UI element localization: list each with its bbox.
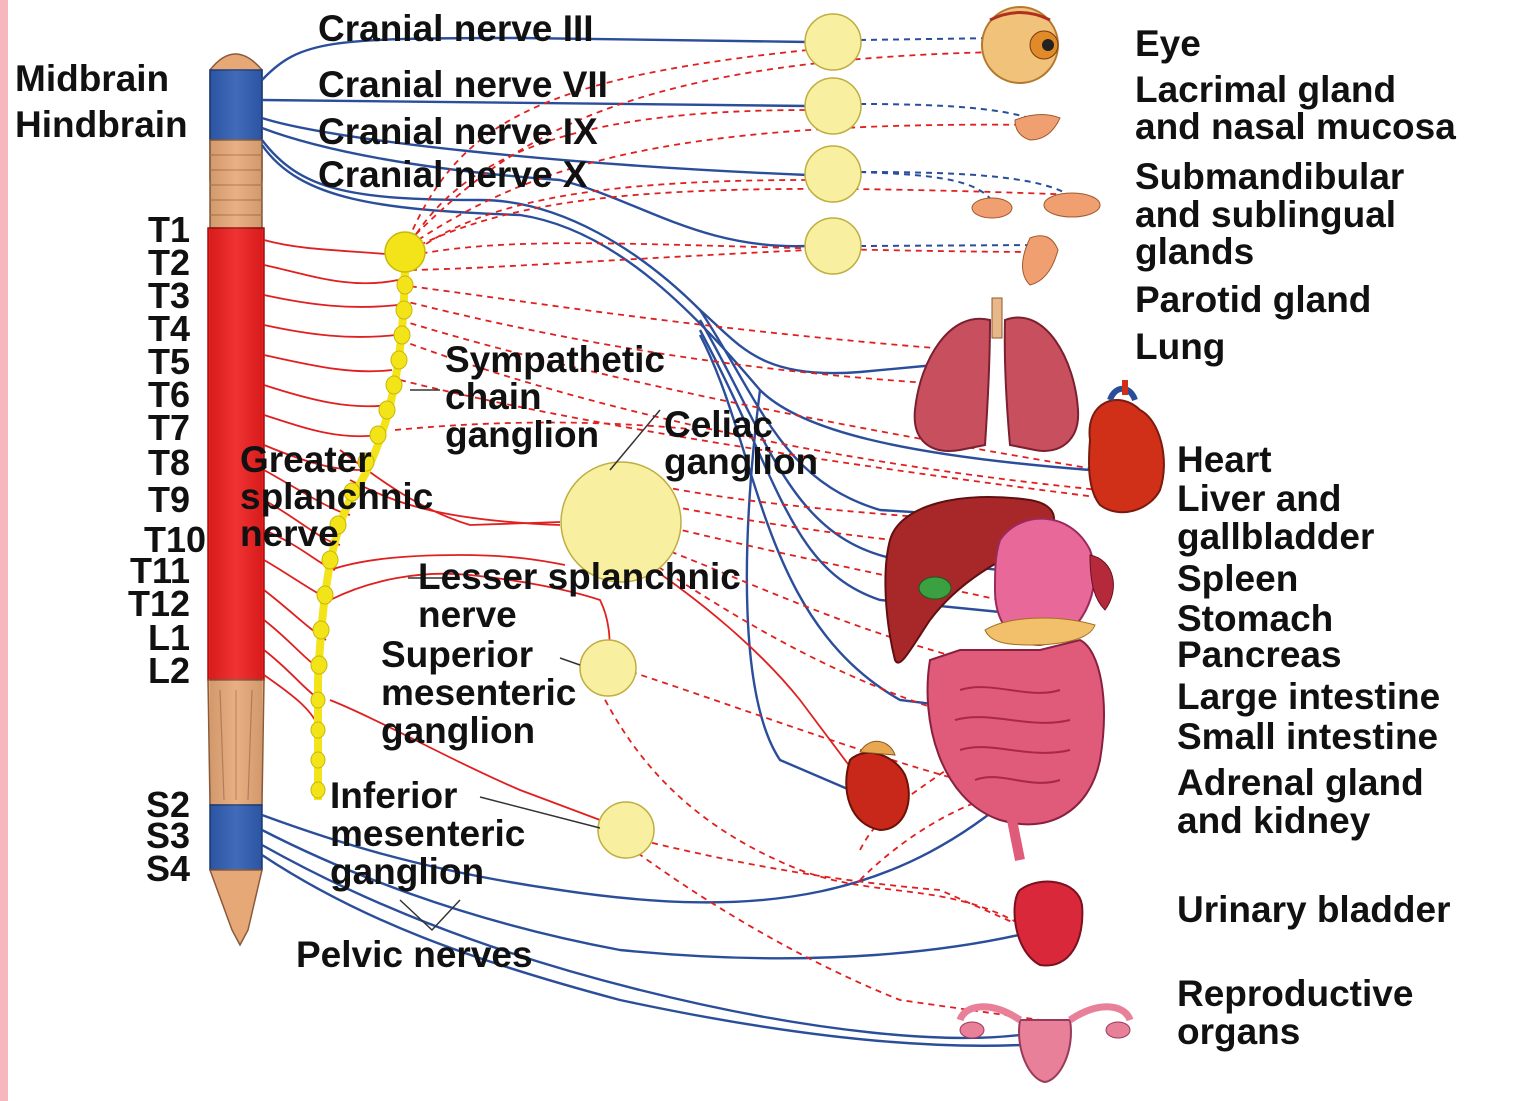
organ-label-submandibular-line3: glands	[1135, 233, 1254, 270]
urinary-bladder-illustration	[1015, 882, 1083, 966]
celiac-ganglion-label-line2: ganglion	[664, 443, 818, 480]
salivary-glands-illustration	[972, 193, 1100, 218]
pterygopalatine-ganglion	[805, 78, 861, 134]
eye-illustration	[982, 7, 1058, 83]
inferior-mesenteric-label-line2: mesenteric	[330, 815, 525, 852]
cranial-nerve-vii-label: Cranial nerve VII	[318, 66, 608, 103]
inferior-mesenteric-label-line1: Inferior	[330, 777, 457, 814]
organ-label-lacrimal-line2: and nasal mucosa	[1135, 108, 1456, 145]
superior-mesenteric-ganglion	[580, 640, 636, 696]
heart-illustration	[1089, 380, 1164, 512]
spleen-illustration	[1090, 555, 1113, 610]
organ-illustrations	[846, 7, 1164, 1082]
organ-label-bladder: Urinary bladder	[1177, 891, 1450, 928]
organ-label-reproductive-line2: organs	[1177, 1013, 1300, 1050]
organ-label-parotid: Parotid gland	[1135, 281, 1371, 318]
organ-label-heart: Heart	[1177, 441, 1272, 478]
segment-label: T9	[110, 482, 190, 518]
ciliary-ganglion	[805, 14, 861, 70]
cranial-nerve-x-label: Cranial nerve X	[318, 156, 587, 193]
sympathetic-chain-label-line1: Sympathetic	[445, 341, 665, 378]
organ-label-adrenal-line1: Adrenal gland	[1177, 764, 1424, 801]
organ-label-large-intestine: Large intestine	[1177, 678, 1440, 715]
organ-label-liver-line2: gallbladder	[1177, 518, 1374, 555]
organ-label-lacrimal-line1: Lacrimal gland	[1135, 71, 1396, 108]
superior-mesenteric-label-line2: mesenteric	[381, 674, 576, 711]
pelvic-nerves-label: Pelvic nerves	[296, 936, 533, 973]
greater-splanchnic-label-line2: splanchnic	[240, 478, 433, 515]
organ-label-submandibular-line1: Submandibular	[1135, 158, 1404, 195]
intestines-illustration	[928, 640, 1104, 860]
organ-label-lung: Lung	[1135, 328, 1225, 365]
organ-label-eye: Eye	[1135, 25, 1201, 62]
organ-label-submandibular-line2: and sublingual	[1135, 196, 1396, 233]
greater-splanchnic-label-line3: nerve	[240, 515, 339, 552]
superior-chain-ganglion	[385, 232, 425, 272]
superior-mesenteric-label-line1: Superior	[381, 636, 533, 673]
lungs-illustration	[915, 298, 1078, 451]
lacrimal-gland-illustration	[1015, 114, 1060, 140]
organ-label-liver-line1: Liver and	[1177, 480, 1342, 517]
organ-label-stomach: Stomach	[1177, 600, 1333, 637]
segment-label: T7	[110, 410, 190, 446]
organ-label-spleen: Spleen	[1177, 560, 1298, 597]
reproductive-organs-illustration	[960, 1007, 1130, 1082]
organ-label-adrenal-line2: and kidney	[1177, 802, 1370, 839]
submandibular-ganglion	[805, 146, 861, 202]
lesser-splanchnic-label-line2: nerve	[418, 596, 517, 633]
page-border	[0, 0, 8, 1101]
celiac-ganglion-label-line1: Celiac	[664, 406, 773, 443]
inferior-mesenteric-label-line3: ganglion	[330, 853, 484, 890]
lesser-splanchnic-label-line1: Lesser splanchnic	[418, 558, 741, 595]
superior-mesenteric-label-line3: ganglion	[381, 712, 535, 749]
sympathetic-chain-label-line2: chain	[445, 378, 542, 415]
segment-label: S4	[110, 851, 190, 887]
cranial-nerve-ix-label: Cranial nerve IX	[318, 113, 598, 150]
midbrain-label: Midbrain	[15, 60, 169, 97]
parotid-gland-illustration	[1023, 236, 1059, 285]
organ-label-reproductive-line1: Reproductive	[1177, 975, 1413, 1012]
sympathetic-chain-label-line3: ganglion	[445, 416, 599, 453]
segment-label: L2	[110, 653, 190, 689]
segment-label: T8	[110, 445, 190, 481]
cranial-nerve-iii-label: Cranial nerve III	[318, 10, 594, 47]
hindbrain-label: Hindbrain	[15, 106, 188, 143]
inferior-mesenteric-ganglion	[598, 802, 654, 858]
organ-label-pancreas: Pancreas	[1177, 636, 1342, 673]
adrenal-kidney-illustration	[846, 741, 909, 830]
greater-splanchnic-label-line1: Greater	[240, 441, 372, 478]
organ-label-small-intestine: Small intestine	[1177, 718, 1438, 755]
otic-ganglion	[805, 218, 861, 274]
